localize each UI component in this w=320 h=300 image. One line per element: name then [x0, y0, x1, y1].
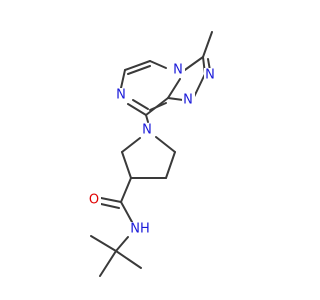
bond-c6-n7	[120, 69, 126, 89]
bond-n1-c8a	[167, 97, 184, 101]
bonds	[90, 31, 213, 277]
bond-n4-c5	[149, 60, 167, 69]
bond-npyr-c2	[121, 137, 141, 153]
bond-c8a-n4	[167, 78, 181, 99]
bond-c8-npyr	[145, 114, 149, 123]
atom-o-carbonyl: O	[89, 193, 99, 208]
bond-c5-c6-double	[127, 65, 151, 75]
bond-c3-camide	[120, 177, 132, 203]
bond-npyr-c5	[155, 136, 176, 153]
atom-n-triazole-bottom: N	[183, 93, 193, 108]
atom-n-pyrazine-left: N	[116, 88, 126, 103]
bond-c5-c4	[165, 151, 176, 179]
bond-n7-c8-double	[132, 99, 149, 110]
bond-n7-c8	[127, 103, 147, 116]
bond-c5-c6	[124, 60, 151, 71]
bond-ctert-me2	[115, 250, 142, 269]
bond-ctert-me3	[99, 250, 117, 277]
bond-methyl	[202, 31, 213, 58]
bond-camide-o	[100, 197, 122, 203]
bond-camide-nh	[120, 201, 133, 223]
atom-n-triazole-right: N	[205, 68, 215, 83]
molecule-structure: N N N N N O NH	[88, 31, 217, 277]
atom-n-pyrrolidine: N	[142, 123, 152, 138]
atom-nh-amide: NH	[130, 222, 150, 237]
bond-c8a-c8a-double	[149, 102, 167, 111]
bond-c2-c3	[121, 151, 132, 179]
bond-nh-ctert	[115, 236, 129, 252]
bond-ctert-me1	[90, 235, 117, 252]
bond-camide-o-double	[100, 203, 120, 209]
atom-n-bridge: N	[173, 63, 183, 78]
atom-labels: N N N N N O NH	[88, 63, 217, 237]
bond-c3-n4	[181, 56, 204, 73]
